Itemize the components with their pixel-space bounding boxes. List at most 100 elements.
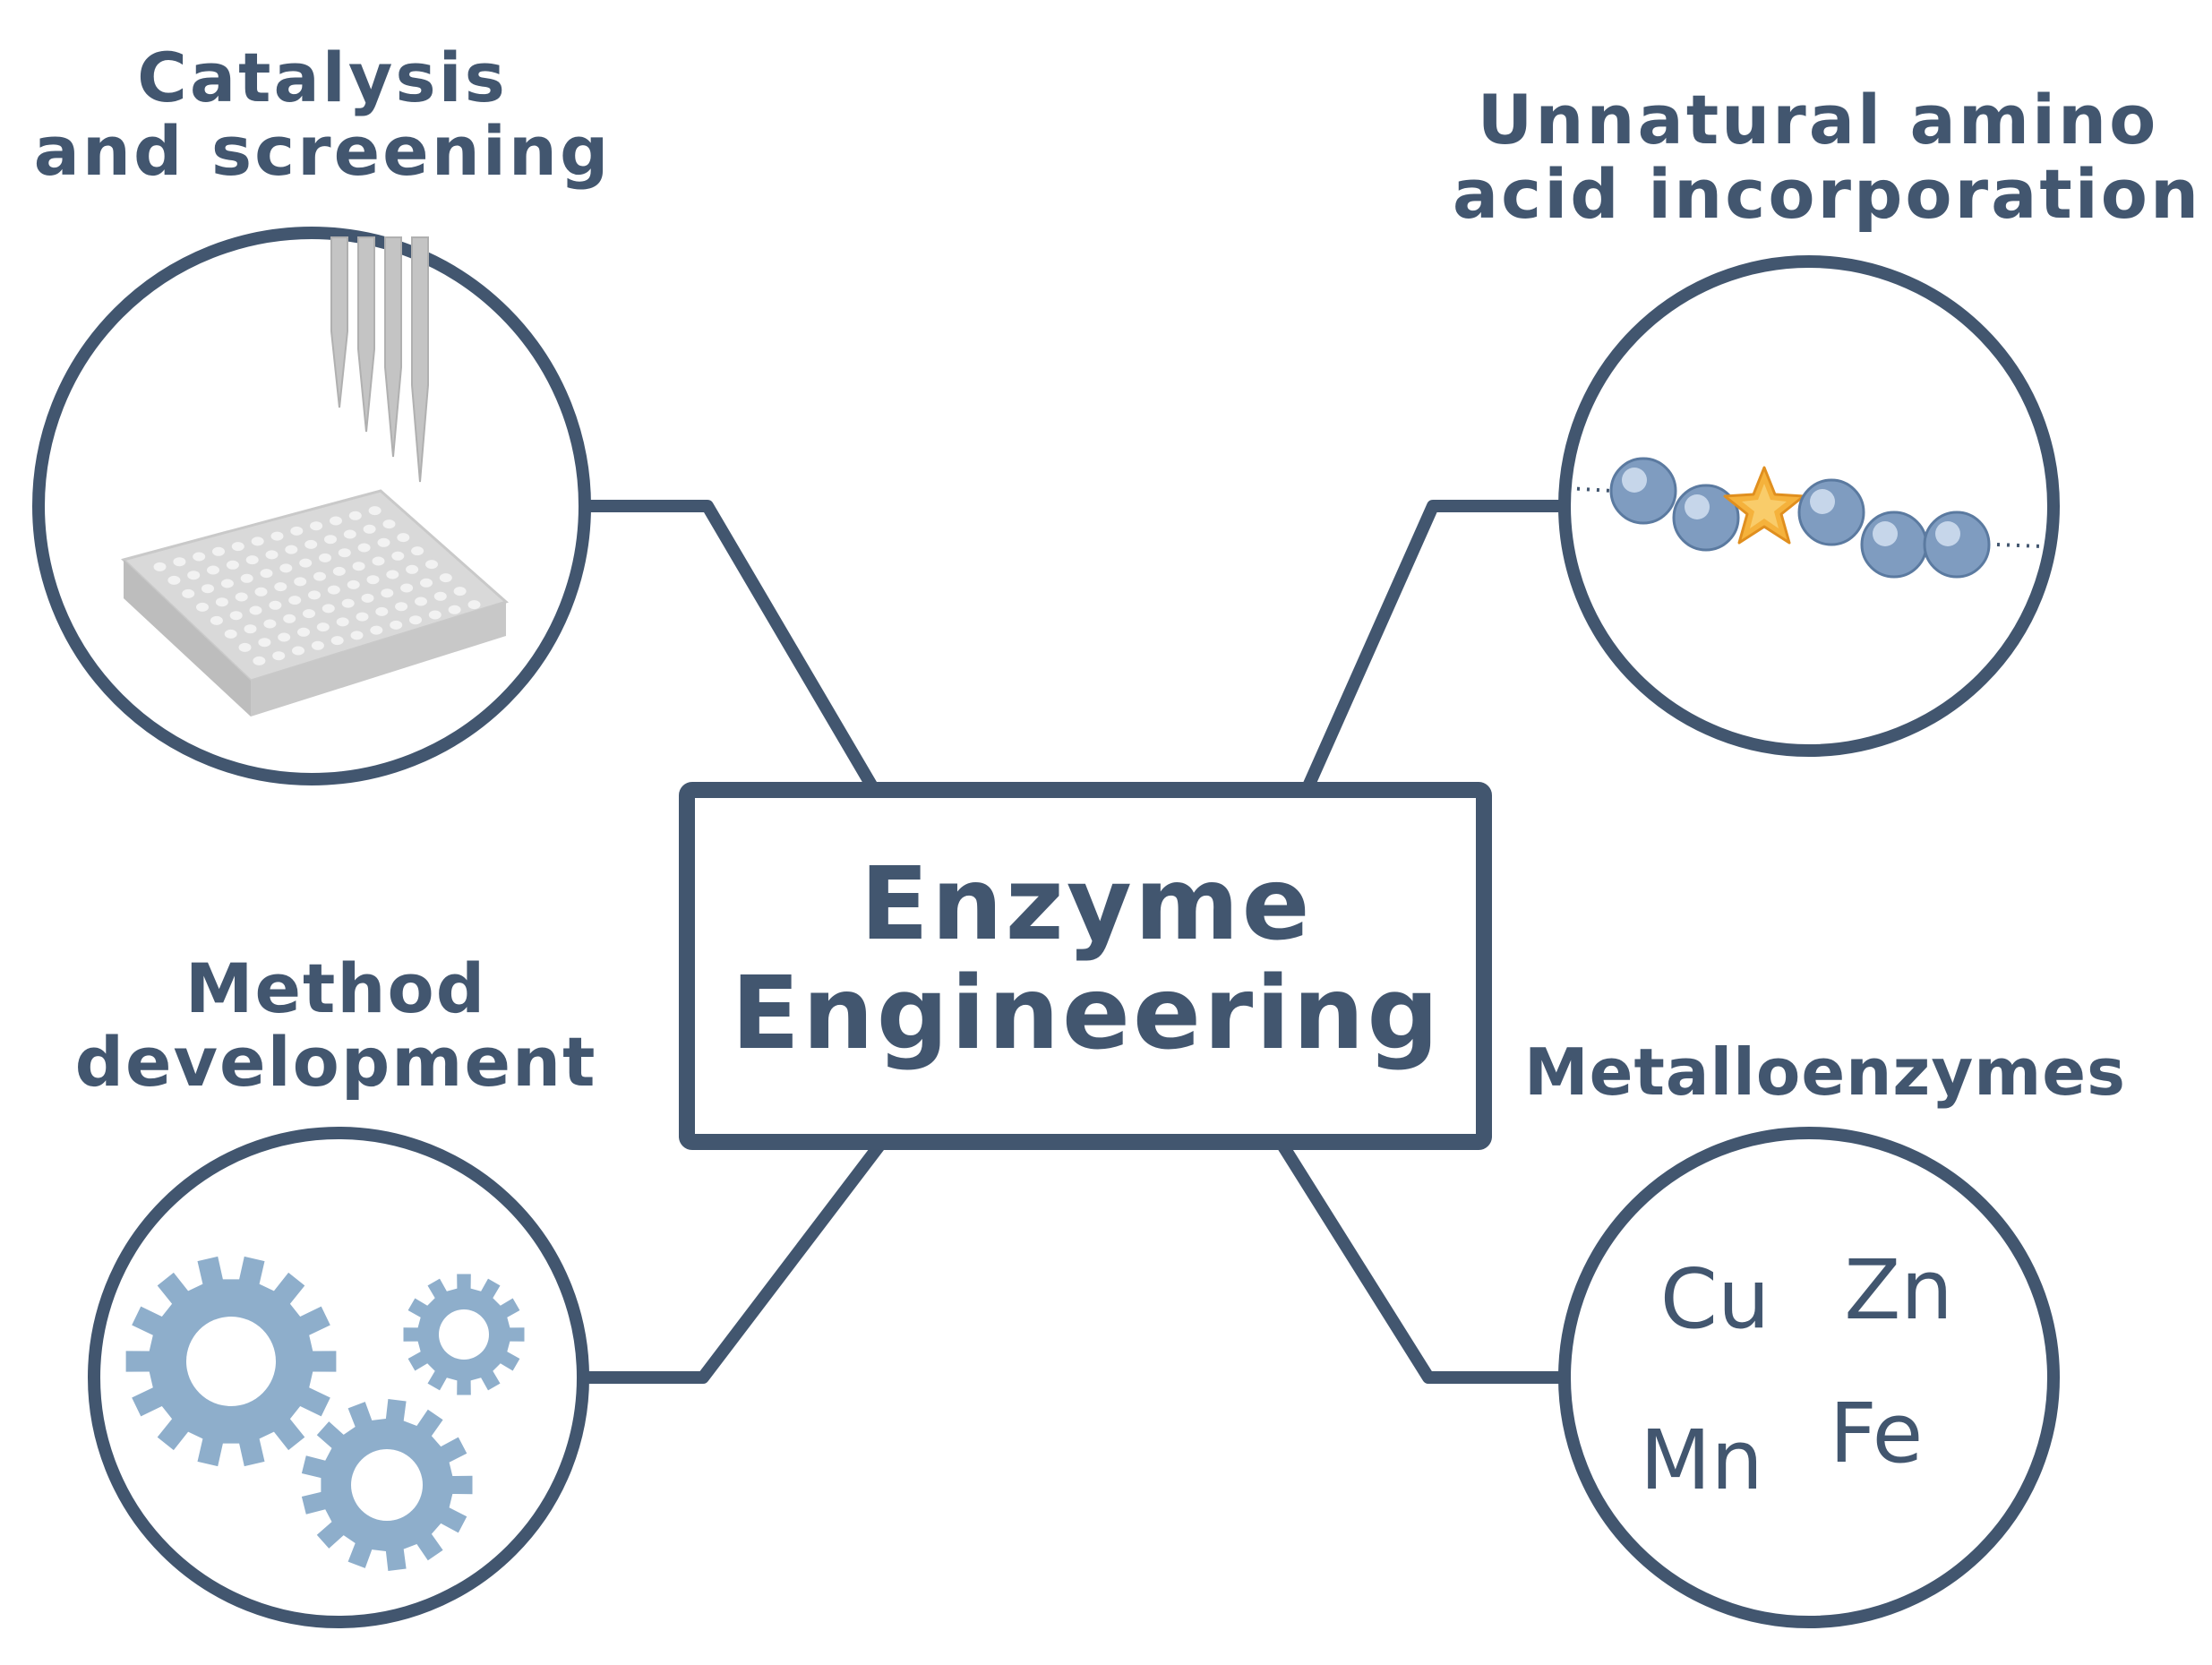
metal-cu: Cu [1660, 1251, 1770, 1347]
plate-well [167, 575, 181, 585]
plate-side [124, 560, 251, 717]
plate-well [382, 519, 396, 529]
metal-fe: Fe [1830, 1386, 1924, 1481]
uaa-title-line1: Unnatural amino [1478, 80, 2159, 159]
plate-well [439, 573, 452, 583]
plate-well [153, 562, 167, 571]
plate-well [406, 564, 419, 574]
plate-well [357, 543, 371, 553]
connector-top-right [1301, 500, 1563, 791]
plate-well [283, 614, 296, 623]
plate-well [272, 651, 286, 661]
plate-well [294, 577, 307, 587]
connector-top-left [582, 500, 879, 792]
center-title-line2: Engineering [732, 956, 1442, 1072]
plate-well [415, 596, 427, 606]
plate-well [260, 569, 273, 579]
plate-well [201, 584, 214, 594]
bead-1 [1609, 457, 1677, 525]
plate-well [370, 625, 383, 635]
plate-well [310, 521, 323, 531]
plate-well [348, 511, 362, 520]
plate-well [231, 542, 244, 552]
plate-well [377, 537, 390, 547]
plate-well [290, 526, 304, 536]
plate-well [238, 642, 252, 652]
bead-2 [1672, 484, 1740, 552]
plate-well [330, 516, 342, 526]
plate-well [274, 582, 287, 592]
plate-well [207, 565, 219, 575]
plate-well [352, 562, 365, 571]
plate-well [448, 605, 461, 614]
plate-well [324, 535, 337, 545]
plate-well [341, 598, 355, 608]
plate-well [330, 636, 344, 646]
plate-well [173, 557, 186, 567]
method-title-line1: Method [185, 948, 486, 1028]
plate-well [381, 588, 394, 598]
plate-well [372, 556, 385, 566]
branch-metalloenzymes: Metalloenzymes Cu Zn Mn Fe [1524, 1034, 2126, 1628]
plate-well [375, 606, 389, 616]
plate-well [397, 533, 410, 543]
metallo-circle [1558, 1127, 2060, 1628]
plate-well [347, 579, 360, 589]
plate-well [265, 550, 279, 560]
plate-well [356, 612, 369, 622]
uaa-title-line2: acid incorporation [1453, 154, 2201, 234]
plate-well [395, 602, 408, 612]
metallo-title: Metalloenzymes [1524, 1034, 2126, 1110]
plate-well [391, 551, 405, 561]
bead-4 [1860, 511, 1928, 579]
plate-well [453, 587, 467, 596]
gear-medium [301, 1399, 473, 1571]
plate-front [251, 602, 506, 717]
connector-bottom-right [1275, 1138, 1563, 1384]
connectors [582, 500, 1563, 1384]
plate-well [304, 539, 318, 549]
plate-well [313, 571, 326, 581]
catalysis-title-line1: Catalysis [137, 38, 508, 117]
plate-well [363, 524, 376, 534]
plate-well [361, 593, 374, 603]
plate-well [278, 632, 291, 642]
center-box-frame [679, 782, 1492, 1150]
plate-well [433, 591, 447, 601]
microplate-pipette-icon [121, 236, 509, 717]
plate-well [196, 602, 209, 612]
plate-well [338, 548, 351, 558]
plate-well [215, 597, 228, 607]
metals-icon: Cu Zn Mn Fe [1640, 1242, 1953, 1508]
plate-well [285, 545, 298, 554]
bead-3 [1797, 478, 1865, 546]
plate-well [311, 640, 324, 650]
bead-5 [1923, 511, 1991, 579]
plate-well [210, 615, 223, 625]
plate-well [390, 620, 403, 630]
branch-unnatural-amino-acid: Unnatural amino acid incorporation [1453, 80, 2201, 757]
plate-well [425, 560, 438, 570]
connector-bottom-left [582, 1137, 887, 1384]
star-amino-acid [1723, 466, 1805, 545]
plate-well [316, 622, 330, 632]
plate-well [366, 575, 380, 585]
metal-mn: Mn [1640, 1412, 1763, 1508]
plate-well [269, 600, 282, 610]
plate-well [220, 579, 234, 588]
plate-well [386, 570, 399, 579]
plate-well [270, 531, 284, 541]
plate-well [288, 596, 302, 605]
plate-well [292, 646, 304, 656]
gear-large [125, 1256, 337, 1467]
center-title-line1: Enzyme [860, 846, 1312, 963]
plate-well [244, 624, 257, 634]
plate-well [279, 563, 293, 573]
plate-well [368, 506, 382, 516]
plate-well [254, 587, 268, 596]
center-box: Enzyme Engineering [679, 782, 1492, 1150]
plate-well [400, 583, 414, 593]
plate-well [229, 611, 243, 621]
branch-catalysis: Catalysis and screening [32, 38, 608, 785]
plate-well [297, 627, 310, 637]
